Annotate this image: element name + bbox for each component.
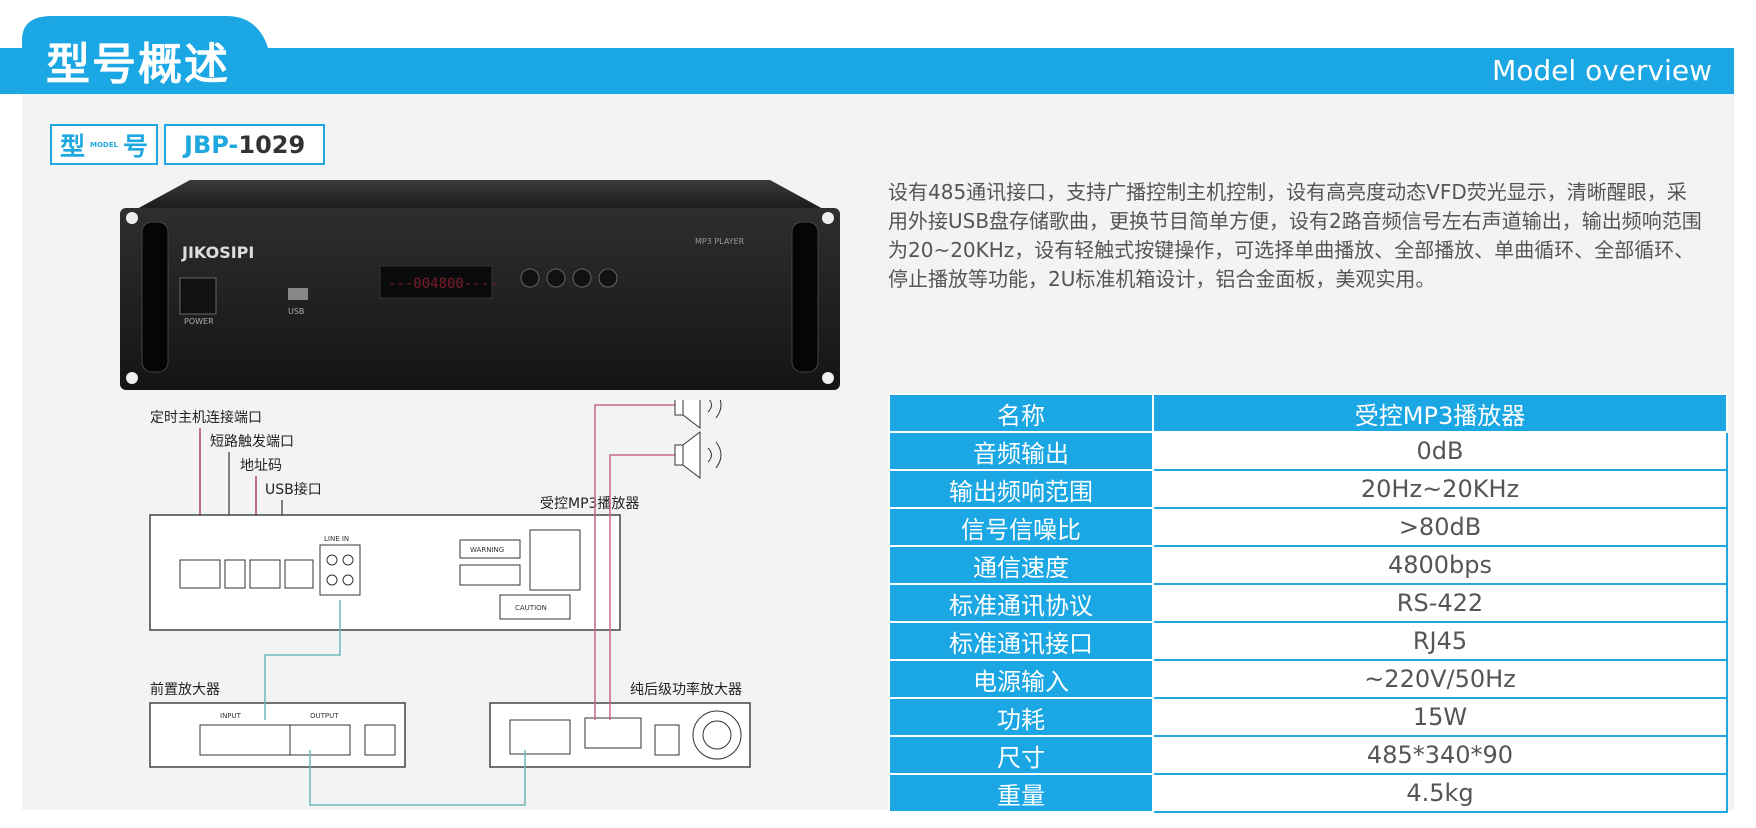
label-line-in: LINE IN	[324, 535, 349, 543]
vfd-display	[379, 265, 493, 299]
power-socket-icon	[529, 529, 581, 591]
label-usb-port: USB接口	[265, 481, 322, 498]
spec-key: 标准通讯接口	[888, 621, 1154, 661]
model-label-left: 型	[60, 131, 86, 161]
model-label-small: MODEL	[90, 140, 118, 149]
label-caution: CAUTION	[515, 604, 547, 612]
rack-hole-icon	[822, 372, 834, 384]
prev-button-icon	[572, 268, 592, 288]
speaker-icon	[674, 430, 722, 480]
spec-key: 标准通讯协议	[888, 583, 1154, 623]
power-switch	[179, 277, 217, 315]
rack-hole-icon	[822, 212, 834, 224]
spec-value: RS-422	[1152, 583, 1728, 623]
product-description: 设有485通讯接口，支持广播控制主机控制，设有高亮度动态VFD荧光显示，清晰醒眼…	[888, 180, 1702, 291]
device-product-tag: MP3 PLAYER	[695, 237, 745, 246]
model-label-right: 号	[123, 131, 149, 161]
spec-value: 4.5kg	[1152, 773, 1728, 813]
spec-key: 重量	[888, 773, 1154, 813]
spec-key: 电源输入	[888, 659, 1154, 699]
trigger-port-icon	[224, 559, 246, 589]
spec-value: 485*340*90	[1152, 735, 1728, 775]
spec-key: 功耗	[888, 697, 1154, 737]
usb-port-icon	[288, 288, 308, 300]
spec-row: 信号信噪比>80dB	[888, 507, 1728, 547]
next-button-icon	[598, 268, 618, 288]
rack-hole-icon	[126, 212, 138, 224]
fan-icon	[692, 710, 742, 760]
spec-row: 电源输入~220V/50Hz	[888, 659, 1728, 699]
spec-key: 尺寸	[888, 735, 1154, 775]
wiring-diagram: 定时主机连接端口 短路触发端口 地址码 USB接口 受控MP3播放器 LINE …	[149, 400, 751, 806]
model-number: JBP- 1029	[164, 124, 326, 165]
label-output: OUTPUT	[310, 712, 339, 720]
label-player: 受控MP3播放器	[540, 496, 639, 512]
play-button-icon	[520, 268, 540, 288]
device-photo: JIKOSIPI MP3 PLAYER POWER USB ---004800-…	[120, 180, 840, 390]
header-shape	[0, 16, 1734, 94]
spec-value: RJ45	[1152, 621, 1728, 661]
spec-value: ~220V/50Hz	[1152, 659, 1728, 699]
model-number-value: 1029	[238, 130, 306, 159]
stop-button-icon	[546, 268, 566, 288]
spec-value: 4800bps	[1152, 545, 1728, 585]
rack-hole-icon	[126, 372, 138, 384]
speaker-icon	[674, 400, 722, 430]
label-address-code: 地址码	[240, 458, 282, 474]
left-handle	[141, 221, 169, 373]
address-switch-icon	[249, 559, 281, 589]
usb-socket-icon	[284, 559, 314, 589]
usb-label: USB	[288, 307, 304, 316]
label-power-amp: 纯后级功率放大器	[630, 681, 742, 698]
spec-value: 20Hz~20KHz	[1152, 469, 1728, 509]
vfd-display-text: ---004800----	[388, 276, 498, 292]
device-brand: JIKOSIPI	[181, 243, 254, 262]
spec-key: 信号信噪比	[888, 507, 1154, 547]
right-handle	[791, 221, 819, 373]
spec-value: 15W	[1152, 697, 1728, 737]
label-timer-port: 定时主机连接端口	[150, 409, 262, 426]
spec-value: >80dB	[1152, 507, 1728, 547]
rj45-port-icon	[179, 559, 221, 589]
header-banner: 型号概述 Model overview	[0, 0, 1756, 94]
spec-key: 输出频响范围	[888, 469, 1154, 509]
device-top	[135, 180, 825, 210]
spec-key: 通信速度	[888, 545, 1154, 585]
spec-value: 受控MP3播放器	[1152, 393, 1728, 433]
model-number-prefix: JBP-	[184, 130, 239, 159]
label-warning: WARNING	[470, 546, 504, 554]
spec-key: 音频输出	[888, 431, 1154, 471]
spec-key: 名称	[888, 393, 1154, 433]
page-subtitle: Model overview	[1492, 54, 1712, 87]
power-label: POWER	[184, 317, 214, 326]
model-label: 型 MODEL 号	[50, 124, 159, 165]
model-badge: 型 MODEL 号 JBP- 1029	[50, 124, 326, 165]
label-preamp: 前置放大器	[150, 681, 220, 698]
label-short-trigger: 短路触发端口	[210, 434, 294, 450]
spec-row: 名称受控MP3播放器	[888, 393, 1728, 433]
device-front-panel	[120, 208, 840, 390]
label-input: INPUT	[220, 712, 242, 720]
spec-value: 0dB	[1152, 431, 1728, 471]
line-in-jacks	[319, 544, 361, 596]
page-title: 型号概述	[46, 39, 230, 90]
